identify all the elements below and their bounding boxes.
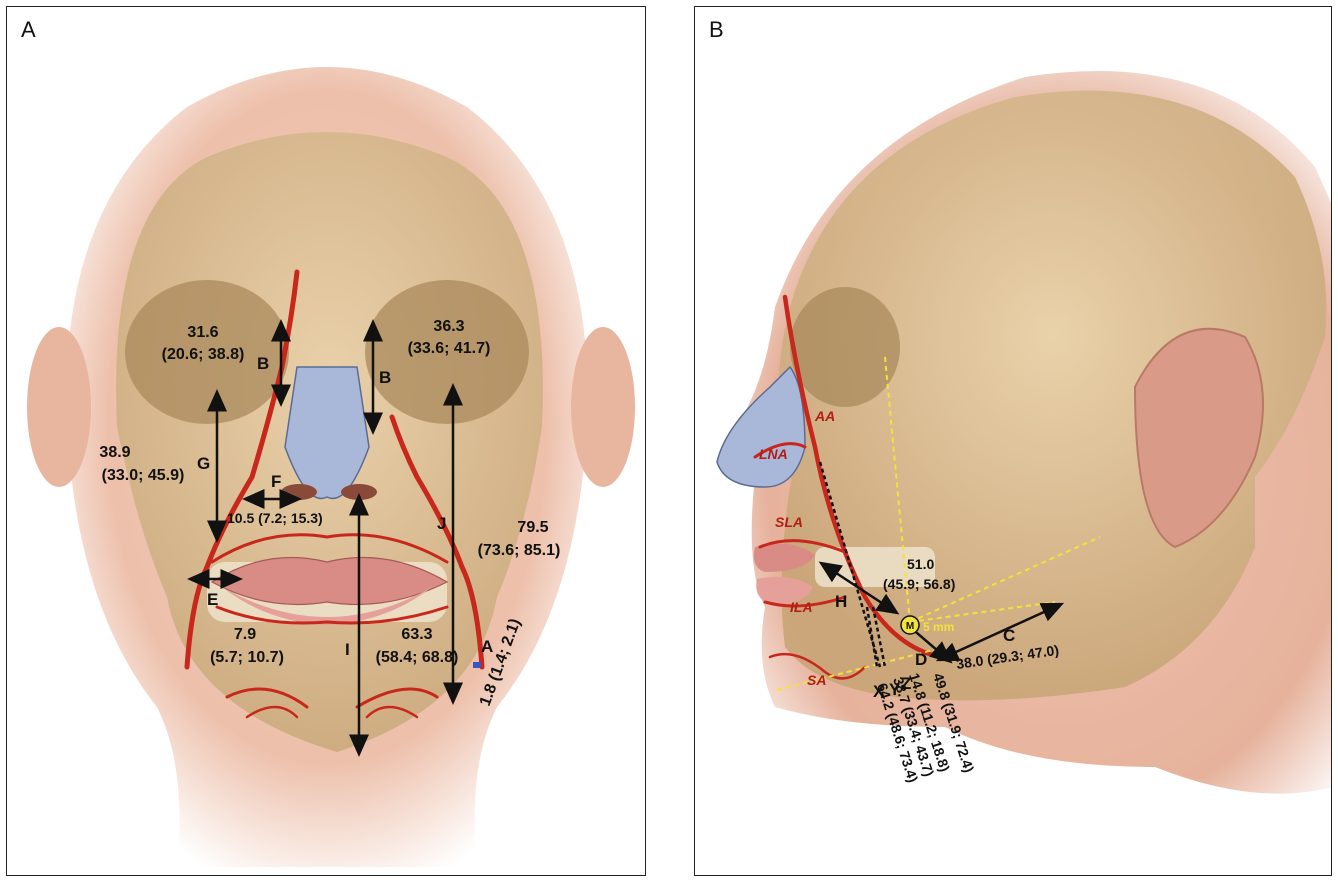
left-orbit-range: (20.6; 38.8): [162, 346, 245, 363]
h-measure-value: 51.0: [907, 556, 934, 572]
h-measure-range: (45.9; 56.8): [883, 576, 955, 592]
frontal-face-illustration: 31.6 (20.6; 38.8) 36.3 (33.6; 41.7) 38.9…: [7, 7, 646, 876]
letter-b-left: B: [257, 354, 269, 373]
orbit: [790, 287, 900, 407]
letter-z: Z: [901, 674, 911, 693]
label-sa: SA: [807, 672, 826, 688]
right-orbit-value: 36.3: [433, 318, 464, 335]
letter-f: F: [271, 472, 281, 491]
letter-h: H: [835, 592, 847, 611]
letter-c: C: [1003, 626, 1015, 645]
lateral-face-illustration: M AA LNA SLA ILA SA 51.0 (45.9; 56.8) 5 …: [695, 7, 1332, 876]
letter-x: X: [873, 682, 885, 701]
letter-y: Y: [889, 680, 901, 699]
label-lna: LNA: [759, 446, 788, 462]
letter-e: E: [207, 590, 218, 609]
e-measure-range: (5.7; 10.7): [210, 649, 284, 666]
panel-b: B: [694, 6, 1332, 876]
j-measure-range: (73.6; 85.1): [478, 542, 561, 559]
panel-a: A: [6, 6, 646, 876]
letter-g: G: [197, 454, 210, 473]
left-nostril: [281, 484, 317, 500]
letter-j: J: [437, 514, 446, 533]
g-measure-value: 38.9: [99, 444, 130, 461]
g-measure-range: (33.0; 45.9): [102, 467, 185, 484]
right-orbit-range: (33.6; 41.7): [408, 340, 491, 357]
marker-m-label: M: [906, 621, 914, 632]
letter-i: I: [345, 640, 350, 659]
e-measure-value: 7.9: [234, 626, 256, 643]
point-a-marker: [473, 662, 481, 668]
panel-a-label: A: [21, 17, 36, 43]
i-measure-range: (58.4; 68.8): [376, 649, 459, 666]
right-ear: [571, 327, 635, 487]
mm-label: 5 mm: [923, 620, 954, 634]
label-aa: AA: [814, 408, 835, 424]
right-nostril: [341, 484, 377, 500]
letter-b-right: B: [379, 368, 391, 387]
f-measure: 10.5 (7.2; 15.3): [227, 510, 323, 526]
panel-b-label: B: [709, 17, 724, 43]
letter-d: D: [915, 650, 927, 669]
left-ear: [27, 327, 91, 487]
label-ila: ILA: [790, 599, 813, 615]
j-measure-value: 79.5: [517, 519, 548, 536]
i-measure-value: 63.3: [401, 626, 432, 643]
label-sla: SLA: [775, 514, 803, 530]
letter-a: A: [481, 637, 493, 656]
left-orbit-value: 31.6: [187, 324, 218, 341]
